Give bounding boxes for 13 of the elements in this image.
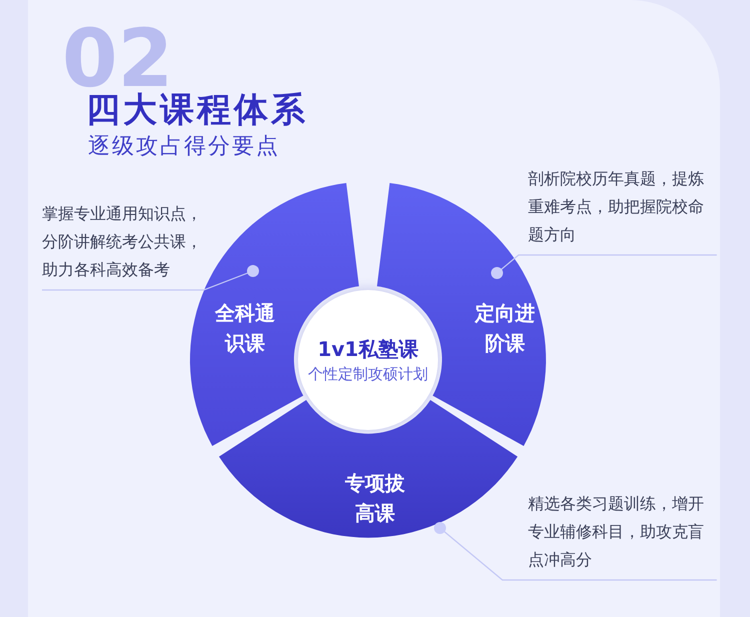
leader-line [42, 265, 259, 291]
description-text: 精选各类习题训练，增开专业辅修科目，助攻克盲点冲高分 [528, 490, 709, 574]
leader-line [491, 254, 717, 279]
course-name: 专项拔高课 [344, 470, 406, 527]
course-subtitle: 个性定制攻硕计划 [308, 364, 428, 385]
course-name: 全科通识课 [214, 300, 276, 357]
description-text: 掌握专业通用知识点，分阶讲解统考公共课，助力各科高效备考 [42, 200, 207, 284]
description-text: 剖析院校历年真题，提炼重难考点，助把握院校命题方向 [528, 165, 709, 249]
leader-line [434, 522, 717, 581]
course-title: 1v1私塾课 [318, 336, 418, 363]
ring-segment [218, 400, 518, 538]
course-name: 定向进阶课 [474, 300, 536, 357]
subtitle: 逐级攻占得分要点 [88, 133, 280, 161]
